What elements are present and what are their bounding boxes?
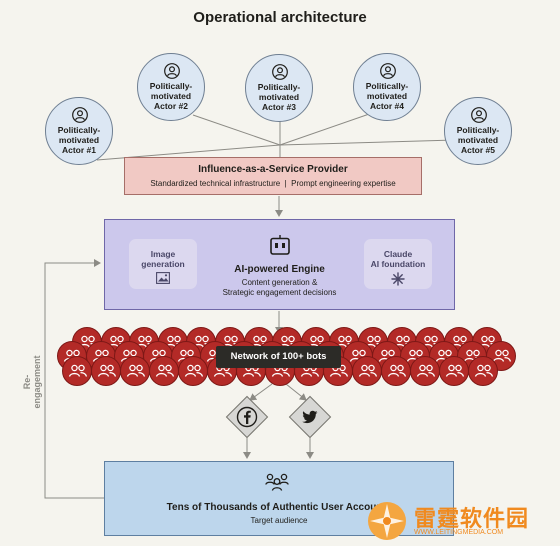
provider-box: Influence-as-a-Service Provider Standard… <box>124 157 422 195</box>
actor-node-4: Politically- motivated Actor #4 <box>353 53 421 121</box>
audience-title: Tens of Thousands of Authentic User Acco… <box>166 502 392 513</box>
actor-label: Politically- motivated Actor #3 <box>257 82 301 112</box>
actor-label: Politically- motivated Actor #5 <box>456 125 500 155</box>
network-to-facebook-arrow <box>249 383 273 401</box>
bot-account-icon <box>178 356 208 386</box>
person-icon <box>471 107 487 123</box>
watermark-text: 雷霆软件园 <box>414 506 530 531</box>
bot-account-icon <box>439 356 469 386</box>
actor2-line <box>192 114 281 146</box>
actor-node-1: Politically- motivated Actor #1 <box>45 97 113 165</box>
claude-foundation-label: Claude AI foundation <box>370 249 426 269</box>
bot-account-icon <box>410 356 440 386</box>
engine-subtitle: Content generation & Strategic engagemen… <box>222 278 337 297</box>
image-generation-module: Image generation <box>129 239 197 289</box>
actor5-line <box>279 139 456 146</box>
provider-title: Influence-as-a-Service Provider <box>198 164 348 175</box>
network-to-twitter-arrow <box>285 383 307 401</box>
bot-account-icon <box>149 356 179 386</box>
watermark-logo-icon <box>368 502 406 540</box>
person-icon <box>72 107 88 123</box>
engine-box: Image generation AI-powered Engine Conte… <box>104 219 455 310</box>
diagram-title: Operational architecture <box>193 9 367 26</box>
bot-account-icon <box>91 356 121 386</box>
claude-starburst-icon <box>391 272 405 286</box>
provider-subtitle: Standardized technical infrastructure | … <box>150 179 396 188</box>
actor-node-2: Politically- motivated Actor #2 <box>137 53 205 121</box>
actor-label: Politically- motivated Actor #1 <box>57 125 101 155</box>
re-engagement-label: Re-engagement <box>22 355 42 409</box>
engine-title: AI-powered Engine <box>234 264 325 275</box>
robot-icon <box>270 235 290 255</box>
image-generation-label: Image generation <box>141 249 185 269</box>
bot-account-icon <box>381 356 411 386</box>
person-icon <box>164 63 180 79</box>
watermark: 雷霆软件园 WWW.LEITINGMEDIA.COM <box>362 496 560 546</box>
bot-account-icon <box>62 356 92 386</box>
twitter-icon <box>302 410 318 424</box>
actor-node-5: Politically- motivated Actor #5 <box>444 97 512 165</box>
person-icon <box>272 64 288 80</box>
people-group-icon <box>265 473 289 491</box>
bot-account-icon <box>468 356 498 386</box>
facebook-icon <box>236 406 258 428</box>
actor-label: Politically- motivated Actor #2 <box>149 81 193 111</box>
claude-foundation-module: Claude AI foundation <box>364 239 432 289</box>
bot-account-icon <box>352 356 382 386</box>
image-icon <box>156 272 170 284</box>
actor-node-3: Politically- motivated Actor #3 <box>245 54 313 122</box>
audience-subtitle: Target audience <box>250 516 308 525</box>
watermark-url: WWW.LEITINGMEDIA.COM <box>414 529 504 536</box>
re-engagement-loop <box>44 259 104 499</box>
actor4-line <box>279 111 376 146</box>
network-label: Network of 100+ bots <box>216 346 341 368</box>
bot-account-icon <box>120 356 150 386</box>
person-icon <box>380 63 396 79</box>
actor-label: Politically- motivated Actor #4 <box>365 81 409 111</box>
